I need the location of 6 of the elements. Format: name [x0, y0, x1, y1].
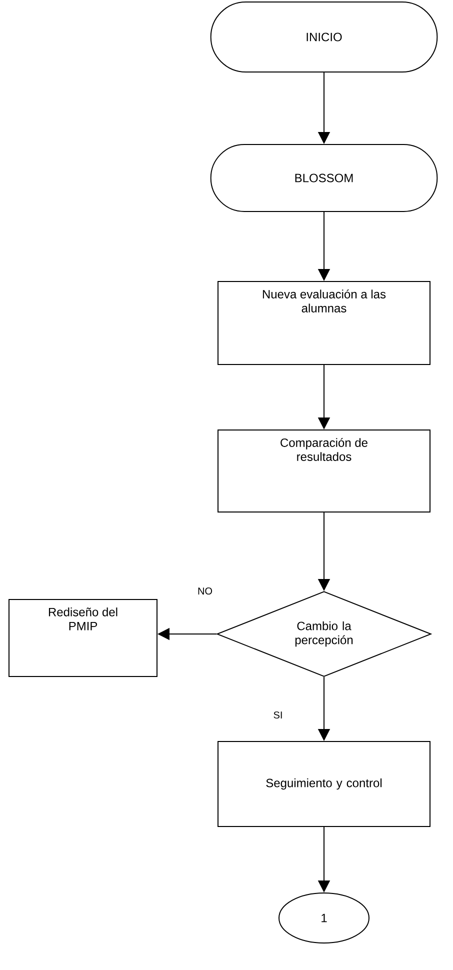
process-box: Rediseño del PMIP	[8, 599, 158, 677]
edge-label: SI	[274, 711, 282, 719]
process-box: Comparación de resultados	[218, 430, 430, 512]
process-box: Seguimiento y control	[218, 741, 430, 827]
process-box: Nueva evaluación a las alumnas	[218, 281, 430, 365]
edge-label: NO	[198, 587, 212, 595]
